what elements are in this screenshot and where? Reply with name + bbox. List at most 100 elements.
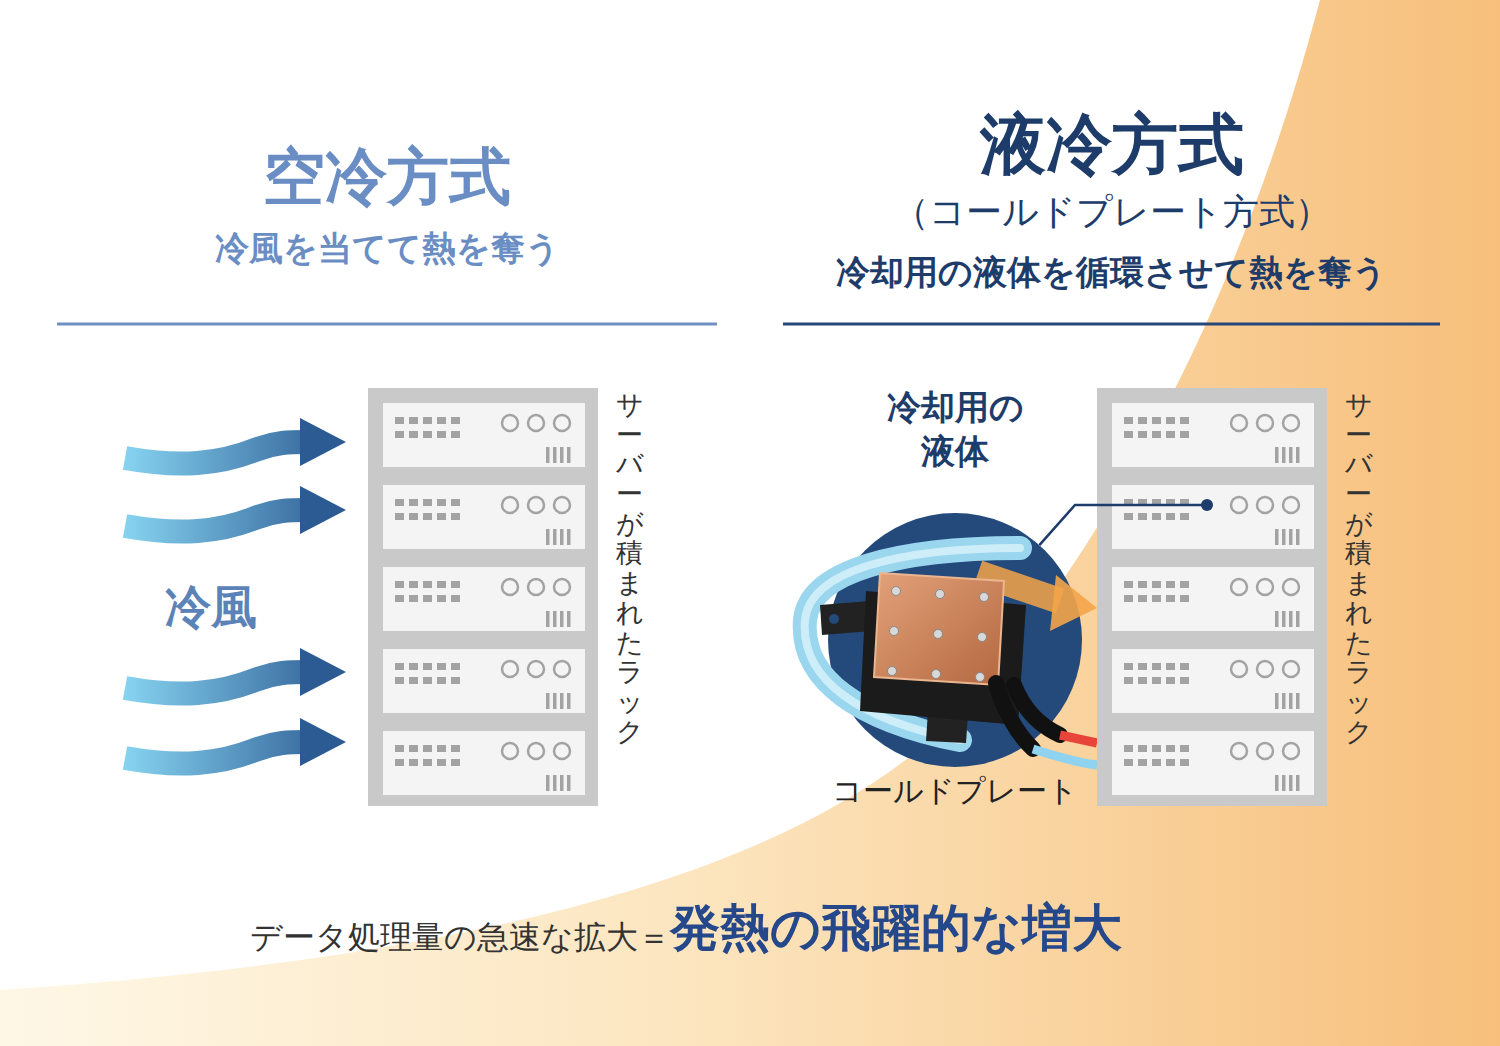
leader-dot <box>1201 499 1213 511</box>
drive-bar <box>567 447 571 463</box>
vent-slot <box>451 513 460 520</box>
vent-slot <box>451 581 460 588</box>
vent-slot <box>1138 745 1147 752</box>
section-title: 空冷方式 <box>263 140 511 214</box>
vent-slot <box>1124 417 1133 424</box>
drive-bar <box>560 611 564 627</box>
server-face <box>1112 567 1314 631</box>
drive-bar <box>1275 693 1279 709</box>
cold-line <box>1033 749 1097 765</box>
indicator-ring <box>1283 497 1299 513</box>
vent-slot <box>1166 745 1175 752</box>
vent-slot <box>1124 677 1133 684</box>
server-unit <box>1112 403 1314 467</box>
vent-slot <box>409 759 418 766</box>
rack-caption: サーバーが積まれたラック <box>1345 390 1372 746</box>
server-unit <box>1112 485 1314 549</box>
drive-bar <box>1282 775 1286 791</box>
indicator-ring <box>502 415 518 431</box>
vent-slot <box>423 417 432 424</box>
vent-slot <box>1180 759 1189 766</box>
indicator-ring <box>1283 415 1299 431</box>
indicator-ring <box>554 661 570 677</box>
plate-screw <box>936 590 945 599</box>
section-subtitle: （コールドプレート方式） <box>893 190 1331 233</box>
drive-bar <box>553 693 557 709</box>
plate-screw <box>976 673 985 682</box>
vent-slot <box>437 745 446 752</box>
wind-label: 冷風 <box>165 580 257 635</box>
vent-slot <box>1180 745 1189 752</box>
section-subtitle-box: （コールドプレート方式） <box>783 190 1440 233</box>
vent-slot <box>395 499 404 506</box>
vent-slot <box>409 499 418 506</box>
wind-arrowhead <box>300 718 346 766</box>
circle-outline <box>828 513 1082 767</box>
section-description: 冷却用の液体を循環させて熱を奪う <box>836 252 1387 293</box>
drive-bar <box>1296 775 1300 791</box>
vent-slot <box>409 417 418 424</box>
vent-slot <box>451 431 460 438</box>
vent-slot <box>437 417 446 424</box>
vent-slot <box>395 417 404 424</box>
indicator-ring <box>554 579 570 595</box>
indicator-ring <box>1231 743 1247 759</box>
drive-bar <box>567 611 571 627</box>
vent-slot <box>409 663 418 670</box>
vent-slot <box>423 745 432 752</box>
vent-slot <box>1166 677 1175 684</box>
vent-slot <box>423 663 432 670</box>
indicator-ring <box>1231 497 1247 513</box>
drive-bar <box>1296 447 1300 463</box>
plate-screw <box>888 667 897 676</box>
vent-slot <box>423 595 432 602</box>
indicator-ring <box>1257 743 1273 759</box>
vent-slot <box>437 431 446 438</box>
vent-slot <box>1138 759 1147 766</box>
server-unit <box>383 649 585 713</box>
server-face <box>1112 649 1314 713</box>
indicator-ring <box>1231 661 1247 677</box>
liquid-label-box: 冷却用の 液体 <box>875 385 1035 473</box>
section-title-box: 液冷方式 <box>783 105 1440 184</box>
indicator-ring <box>528 661 544 677</box>
drive-bar <box>1275 611 1279 627</box>
drive-bar <box>553 775 557 791</box>
server-face <box>383 403 585 467</box>
liquid-label: 冷却用の 液体 <box>875 385 1035 473</box>
mount-hole <box>829 614 839 624</box>
vent-slot <box>451 595 460 602</box>
drive-bar <box>553 447 557 463</box>
wind-band <box>125 510 308 532</box>
drive-bar <box>546 447 550 463</box>
vent-slot <box>395 745 404 752</box>
server-unit <box>383 567 585 631</box>
drive-bar <box>546 529 550 545</box>
indicator-ring <box>528 497 544 513</box>
rack-caption-box: サーバーが積まれたラック <box>616 390 643 746</box>
vent-slot <box>409 745 418 752</box>
section-title-box: 空冷方式 <box>57 140 717 214</box>
vent-slot <box>409 677 418 684</box>
indicator-ring <box>528 743 544 759</box>
vent-slot <box>1138 581 1147 588</box>
vent-slot <box>1180 595 1189 602</box>
vent-slot <box>1152 677 1161 684</box>
drive-bar <box>1296 693 1300 709</box>
vent-slot <box>451 759 460 766</box>
drive-bar <box>567 693 571 709</box>
indicator-ring <box>554 497 570 513</box>
vent-slot <box>1138 595 1147 602</box>
indicator-ring <box>1231 415 1247 431</box>
server-rack: サーバーが積まれたラック <box>368 388 598 806</box>
plate-screw <box>932 670 941 679</box>
plate-screw <box>890 627 899 636</box>
drive-bar <box>567 775 571 791</box>
vent-slot <box>1124 745 1133 752</box>
vent-slot <box>409 581 418 588</box>
indicator-ring <box>554 415 570 431</box>
indicator-ring <box>554 743 570 759</box>
indicator-ring <box>502 661 518 677</box>
vent-slot <box>1124 759 1133 766</box>
